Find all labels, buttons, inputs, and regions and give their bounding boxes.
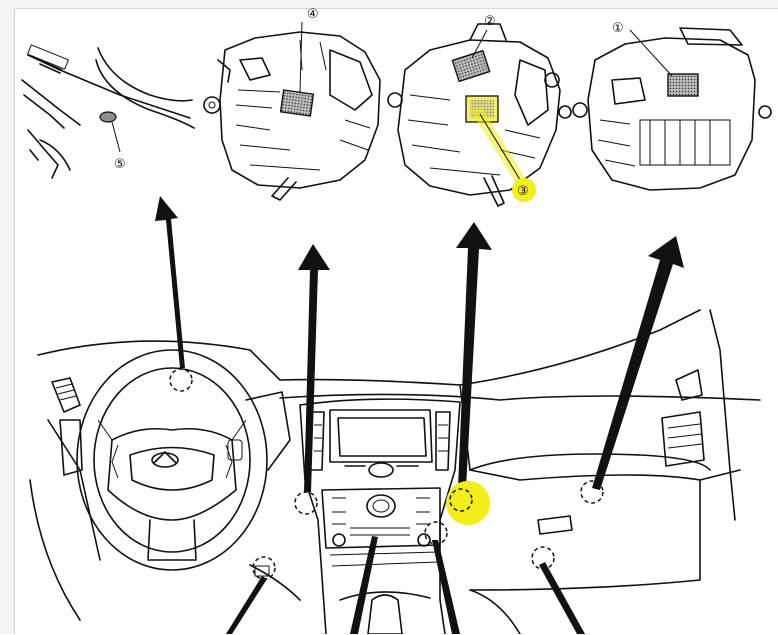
marker-center-console — [424, 521, 448, 545]
marker-glovebox — [531, 546, 555, 570]
marker-lower-left — [252, 556, 276, 580]
callout-3: ③ — [517, 184, 529, 199]
detail-hvac-unit-2-3 — [387, 23, 572, 207]
location-markers — [169, 368, 604, 580]
arrow-to-hvac-1 — [592, 236, 684, 490]
marker-hvac-3 — [449, 488, 473, 512]
pointer-arrows — [155, 196, 684, 634]
callout-5: ⑤ — [114, 157, 126, 172]
sunload-sensor-marker — [99, 111, 117, 123]
marker-sunload-sensor — [169, 368, 193, 392]
arrow-to-sunload — [155, 196, 185, 368]
callout-4: ④ — [307, 7, 319, 22]
arrow-to-hvac-4 — [298, 244, 330, 492]
arrow-to-hvac-3 — [456, 222, 492, 488]
marker-hvac-1 — [580, 480, 604, 504]
marker-hvac-4 — [294, 491, 318, 515]
infiniti-logo-icon — [151, 451, 179, 468]
callout-labels: ① ② ③ ④ ⑤ — [114, 7, 624, 199]
detail-hvac-unit-4 — [203, 21, 381, 201]
detail-sunload-sensor — [21, 44, 195, 179]
navigation-screen — [329, 409, 433, 463]
callout-1: ① — [612, 21, 624, 36]
steering-wheel — [76, 349, 268, 571]
callout-2: ② — [484, 14, 496, 29]
detail-hvac-unit-1 — [572, 27, 772, 191]
dashboard-overview — [29, 309, 761, 634]
highlight-marker-3 — [446, 481, 490, 525]
